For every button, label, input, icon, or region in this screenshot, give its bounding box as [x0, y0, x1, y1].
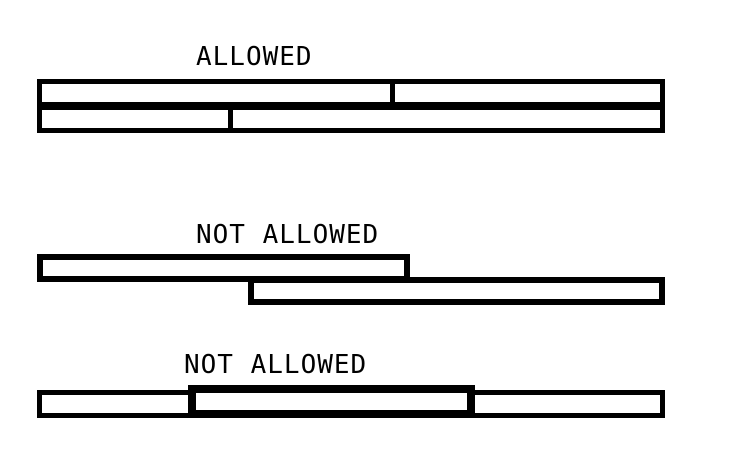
not-allowed-overlay-bar — [188, 385, 475, 418]
allowed-row1-segment-right — [387, 79, 665, 107]
not-allowed-contained-label: NOT ALLOWED — [184, 350, 368, 380]
not-allowed-lower-bar — [248, 277, 665, 305]
allowed-row2-segment-left — [37, 105, 233, 133]
allowed-label: ALLOWED — [196, 42, 313, 72]
not-allowed-upper-bar — [37, 254, 410, 282]
allowed-row2-segment-right — [225, 105, 665, 133]
allowed-row1-segment-left — [37, 79, 395, 107]
not-allowed-offset-label: NOT ALLOWED — [196, 220, 380, 250]
